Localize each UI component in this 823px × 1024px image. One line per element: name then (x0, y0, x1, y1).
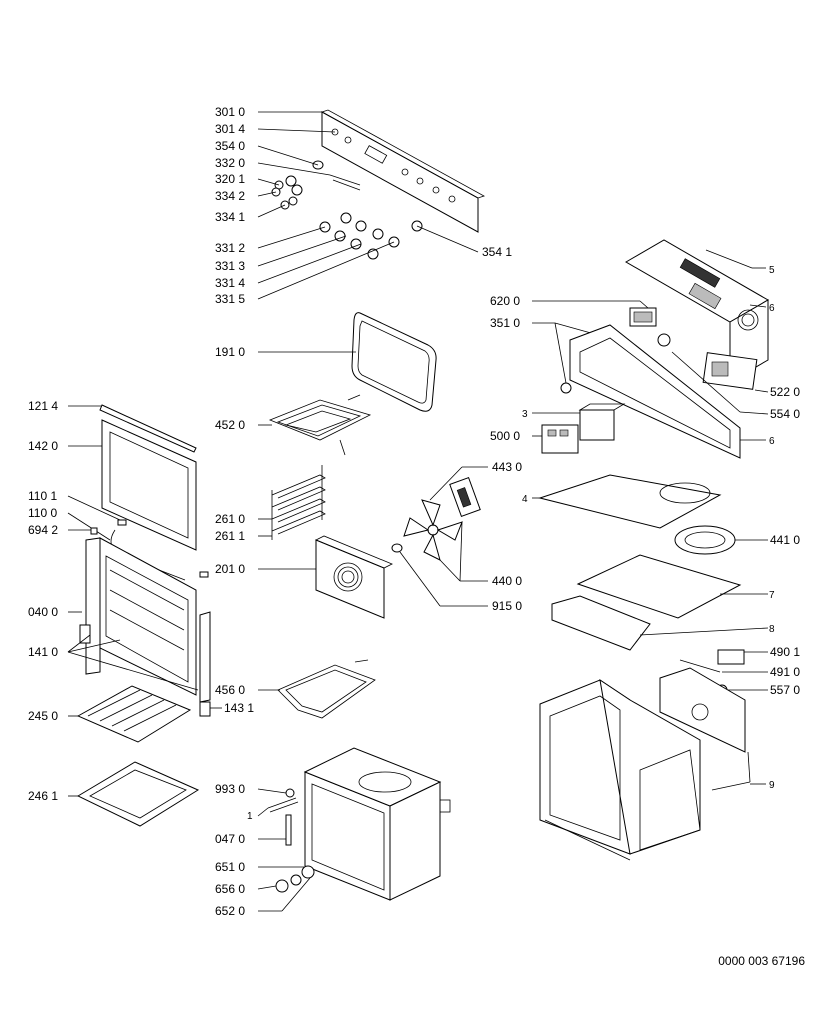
label-246-1: 246 1 (28, 789, 58, 803)
label-334-1: 334 1 (215, 210, 245, 224)
label-3: 3 (522, 409, 528, 420)
outer-casing-9 (539, 678, 766, 861)
label-354-1: 354 1 (482, 245, 512, 259)
label-620-0: 620 0 (490, 294, 520, 308)
top-frame-5-6 (625, 239, 769, 383)
top-plate-4 (532, 474, 722, 529)
label-522-0: 522 0 (770, 385, 800, 399)
label-441-0: 441 0 (770, 533, 800, 547)
label-334-2: 334 2 (215, 189, 245, 203)
label-141-0: 141 0 (28, 645, 58, 659)
drawing-reference-number: 0000 003 67196 (718, 954, 805, 968)
bottom-element-456-0 (258, 659, 376, 719)
label-143-1: 143 1 (224, 701, 254, 715)
label-047-0: 047 0 (215, 832, 245, 846)
label-332-0: 332 0 (215, 156, 245, 170)
modules-522-554 (671, 351, 769, 415)
control-panel-301-0 (321, 109, 485, 233)
label-440-0: 440 0 (492, 574, 522, 588)
insulation-8 (551, 595, 769, 651)
label-651-0: 651 0 (215, 860, 245, 874)
grill-element-452-0 (258, 394, 372, 456)
bottom-plate-7 (576, 554, 768, 619)
label-6-bottom: 6 (769, 436, 775, 447)
fan-motor-443-0 (429, 466, 488, 518)
label-354-0: 354 0 (215, 139, 245, 153)
label-491-0: 491 0 (770, 665, 800, 679)
oven-cavity (303, 747, 451, 901)
label-4: 4 (522, 494, 528, 505)
label-490-1: 490 1 (770, 645, 800, 659)
label-351-0: 351 0 (490, 316, 520, 330)
label-121-4: 121 4 (28, 399, 58, 413)
door-gasket-191-0 (258, 312, 437, 412)
rear-panel-9 (659, 667, 746, 753)
label-245-0: 245 0 (28, 709, 58, 723)
label-331-3: 331 3 (215, 259, 245, 273)
label-110-0: 110 0 (28, 506, 57, 520)
baking-tray-246-1 (68, 761, 200, 827)
wire-shelf-245-0 (68, 685, 192, 743)
label-9: 9 (769, 780, 775, 791)
label-1: 1 (247, 811, 253, 822)
relay-box-3-500-0 (532, 403, 626, 454)
label-694-2: 694 2 (28, 523, 58, 537)
label-301-4: 301 4 (215, 122, 245, 136)
label-261-1: 261 1 (215, 529, 245, 543)
label-7: 7 (769, 590, 775, 601)
label-652-0: 652 0 (215, 904, 245, 918)
label-331-4: 331 4 (215, 276, 245, 290)
label-443-0: 443 0 (492, 460, 522, 474)
shelf-runners-261 (258, 465, 326, 540)
inner-door-frame (67, 537, 222, 717)
heater-441-0 (674, 525, 768, 555)
label-331-2: 331 2 (215, 241, 245, 255)
label-191-0: 191 0 (215, 345, 245, 359)
label-320-1: 320 1 (215, 172, 245, 186)
door-top-trim-121-4 (68, 404, 197, 453)
label-331-5: 331 5 (215, 292, 245, 306)
label-500-0: 500 0 (490, 429, 520, 443)
label-110-1: 110 1 (28, 489, 57, 503)
switch-620-0 (532, 300, 657, 327)
label-656-0: 656 0 (215, 882, 245, 896)
label-993-0: 993 0 (215, 782, 245, 796)
nut-915-0 (391, 543, 488, 607)
fan-cover-201-0 (258, 535, 393, 619)
label-301-0: 301 0 (215, 105, 245, 119)
leaders-top (257, 111, 479, 300)
fan-blade-440-0 (403, 499, 488, 582)
part-labels: 301 0 301 4 354 0 332 0 320 1 334 2 334 … (28, 105, 800, 918)
label-261-0: 261 0 (215, 512, 245, 526)
label-040-0: 040 0 (28, 605, 58, 619)
control-frame-6 (569, 324, 766, 459)
door-glass-142-0 (68, 419, 197, 551)
label-5: 5 (769, 265, 775, 276)
label-142-0: 142 0 (28, 439, 58, 453)
label-915-0: 915 0 (492, 599, 522, 613)
label-8: 8 (769, 624, 775, 635)
label-557-0: 557 0 (770, 683, 800, 697)
label-6-top: 6 (769, 303, 775, 314)
label-452-0: 452 0 (215, 418, 245, 432)
label-201-0: 201 0 (215, 562, 245, 576)
cavity-small-parts (257, 788, 315, 912)
label-554-0: 554 0 (770, 407, 800, 421)
label-456-0: 456 0 (215, 683, 245, 697)
